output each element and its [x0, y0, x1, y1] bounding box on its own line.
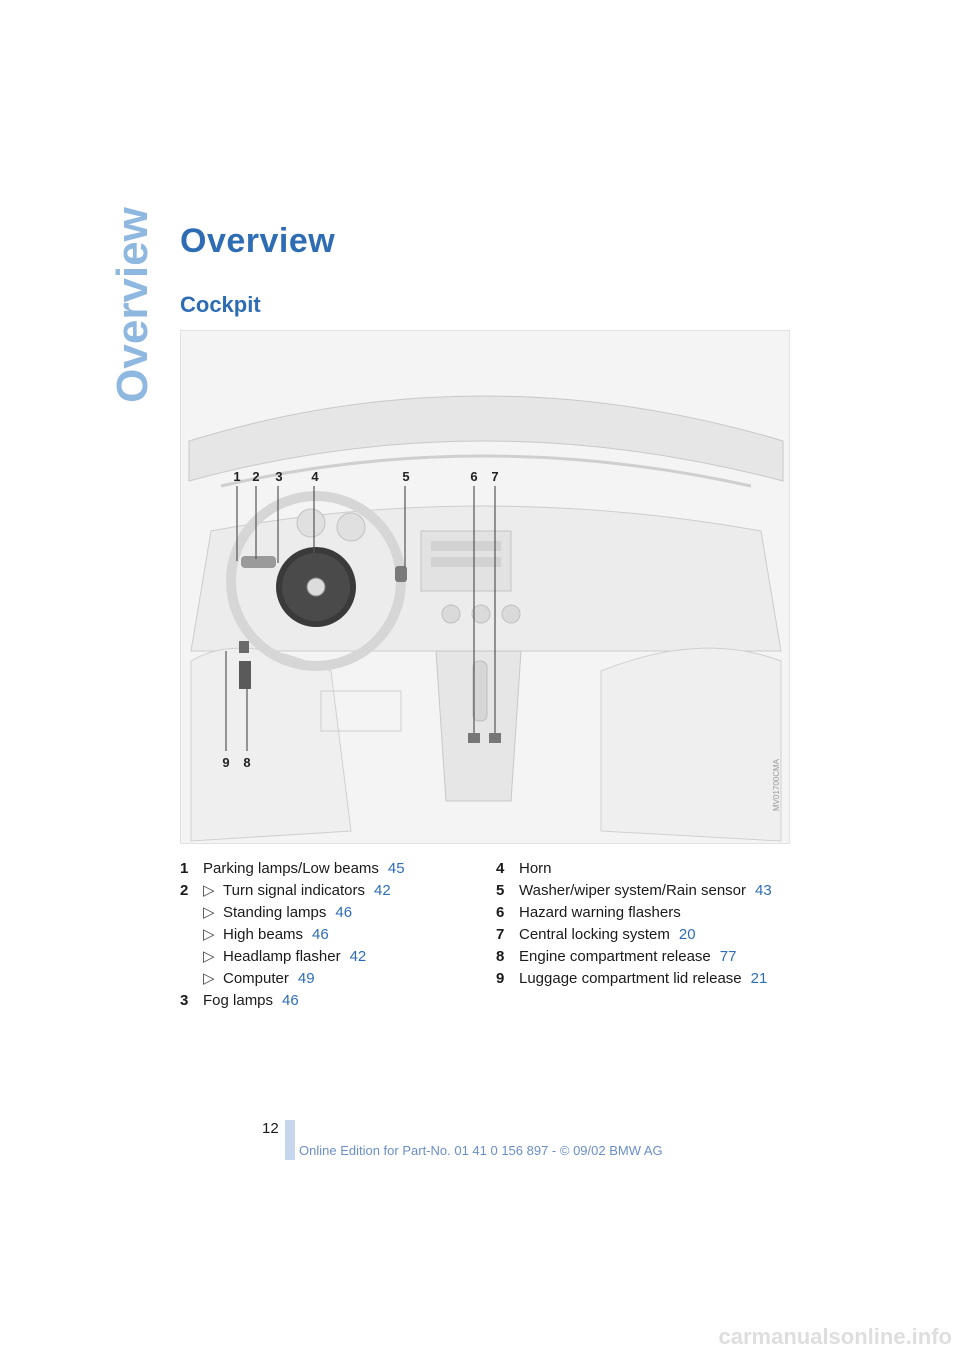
bullet-arrow-icon: ▷: [203, 882, 215, 899]
callout-4: 4: [311, 469, 319, 484]
callout-3: 3: [275, 469, 282, 484]
side-tab-label: Overview: [108, 207, 157, 403]
page-ref-link[interactable]: 49: [297, 970, 315, 987]
page-ref-link[interactable]: 42: [374, 882, 391, 899]
bullet-arrow-icon: ▷: [203, 904, 215, 921]
page-ref-link[interactable]: 46: [312, 926, 329, 943]
bullet-arrow-icon: ▷: [203, 948, 215, 965]
page-title: Overview: [180, 222, 336, 260]
side-tab: Overview: [108, 207, 158, 403]
cockpit-illustration: 1 2 3 4 5 6 7 9 8 MV01700CMA: [180, 330, 790, 844]
bullet-arrow-icon: ▷: [203, 926, 215, 943]
page-number: 12: [262, 1120, 279, 1137]
page-ref-link[interactable]: 42: [349, 948, 367, 965]
callout-1: 1: [233, 469, 240, 484]
footer-text: Online Edition for Part-No. 01 41 0 156 …: [299, 1143, 663, 1158]
callout-8: 8: [243, 755, 250, 770]
page-ref-link[interactable]: 20: [678, 926, 696, 943]
footer-bar: [285, 1120, 295, 1160]
page-ref-link[interactable]: 43: [755, 882, 772, 899]
page-ref-link[interactable]: 77: [719, 948, 737, 965]
page-ref-link[interactable]: 46: [335, 904, 353, 921]
section-heading: Cockpit: [180, 292, 261, 317]
callout-7: 7: [491, 469, 498, 484]
page-ref-link[interactable]: 21: [750, 970, 768, 987]
page-ref-link[interactable]: 46: [282, 992, 299, 1009]
callout-6: 6: [470, 469, 477, 484]
image-code: MV01700CMA: [772, 758, 781, 811]
callout-9: 9: [222, 755, 229, 770]
callout-2: 2: [252, 469, 259, 484]
bullet-arrow-icon: ▷: [203, 970, 215, 987]
callout-5: 5: [402, 469, 409, 484]
page-ref-link[interactable]: 45: [387, 860, 405, 877]
cockpit-drawing: 1 2 3 4 5 6 7 9 8 MV01700CMA: [188, 395, 784, 842]
watermark: carmanualsonline.info: [718, 1324, 953, 1349]
